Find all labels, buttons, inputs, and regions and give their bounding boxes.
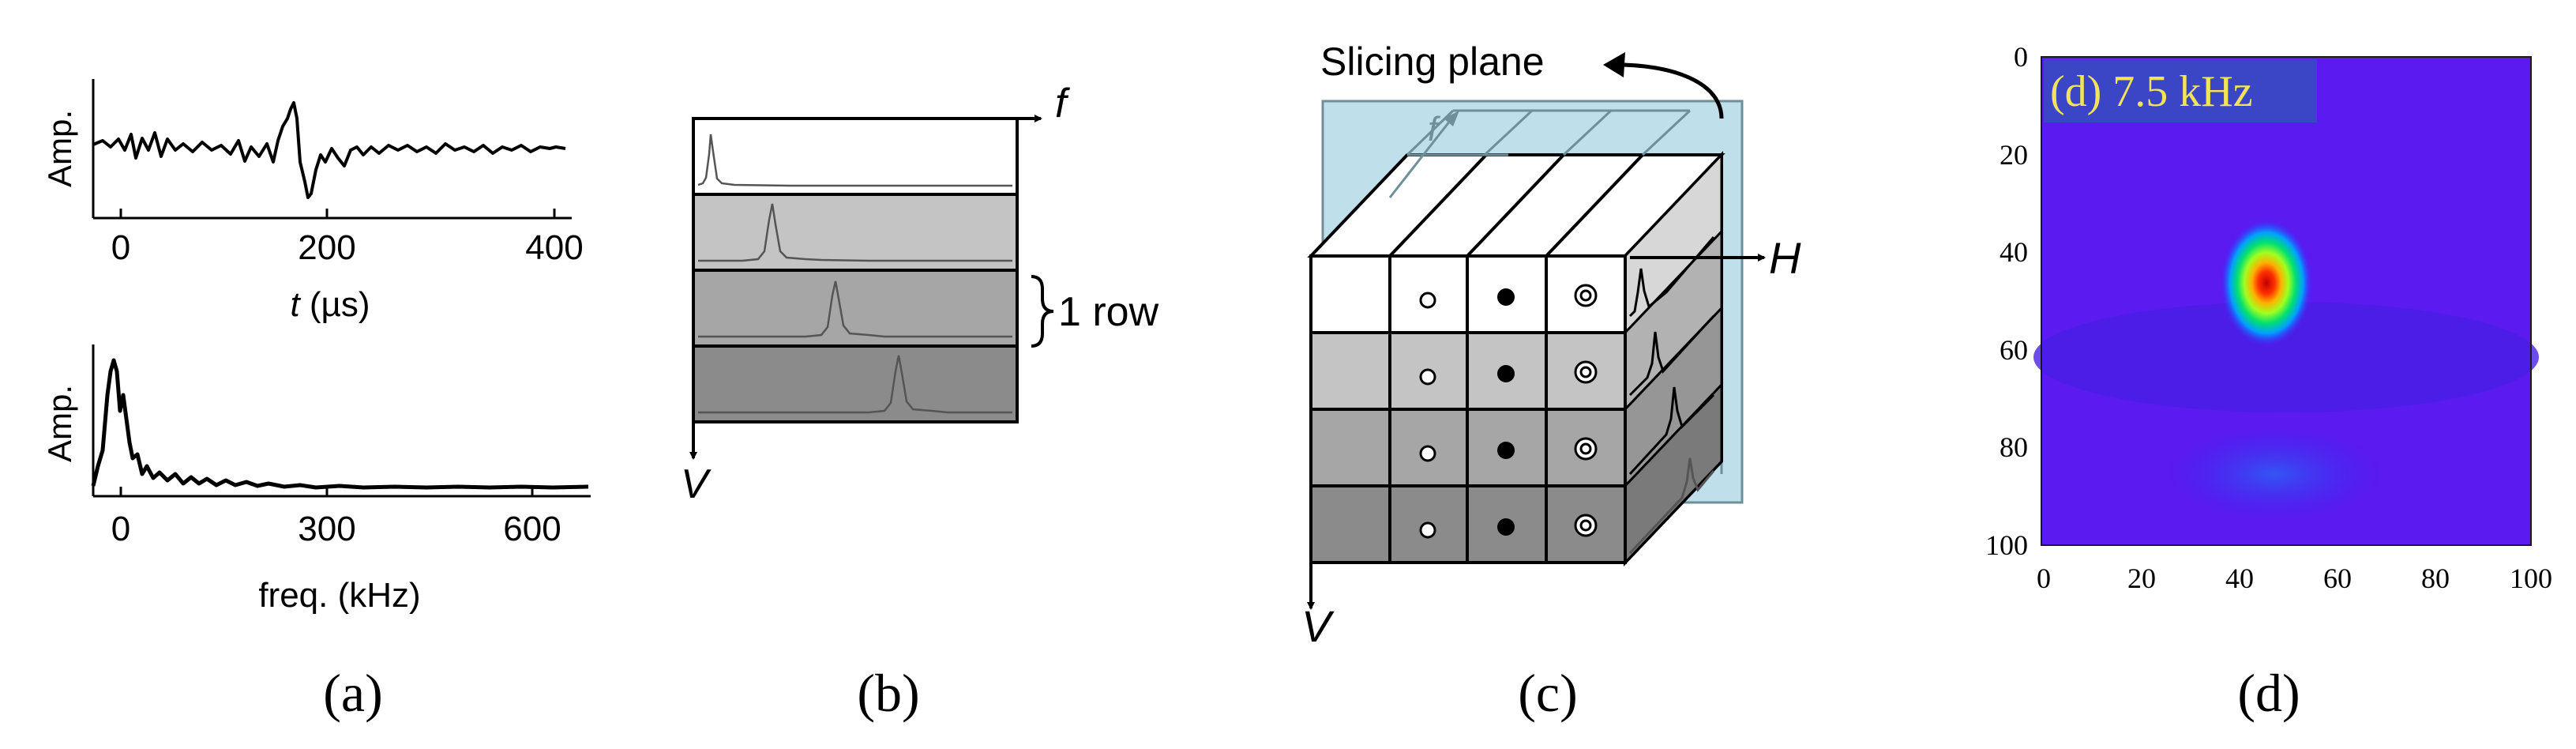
- double-circle-marker: [1574, 284, 1598, 307]
- heatmap-y-ticks: 0 20 40 60 80 100: [1985, 41, 2028, 561]
- cube-front-columns: [1388, 256, 1548, 563]
- filled-dot-marker: [1497, 442, 1515, 459]
- panel-b: f V 1 row (b): [681, 81, 1159, 723]
- c-spectrum-3: [1628, 386, 1715, 476]
- b-v-label: V: [681, 461, 712, 507]
- y-tick-100: 100: [1985, 529, 2028, 561]
- spectrum-strip-2: [692, 193, 1019, 272]
- heatmap-lower-glow: [2168, 427, 2381, 521]
- caption-a: (a): [323, 663, 382, 723]
- freq-plot: Amp. 0 300 600 freq. (kHz): [41, 344, 591, 615]
- strip-4-spectrum: [698, 355, 1012, 414]
- double-circle-marker: [1574, 360, 1598, 384]
- time-plot: Amp. 0 200 400 t (µs): [41, 79, 584, 324]
- x-tick-60: 60: [2323, 563, 2352, 594]
- heatmap-x-ticks: 0 20 40 60 80 100: [2037, 563, 2552, 594]
- open-circle-marker: [1419, 445, 1436, 462]
- c-v-label: V: [1301, 601, 1335, 651]
- y-tick-40: 40: [2000, 236, 2028, 268]
- heatmap-title-box: [2044, 59, 2317, 122]
- cube-top-dividers: [1388, 153, 1644, 258]
- time-tick-label-200: 200: [298, 228, 355, 267]
- time-xlabel: t (µs): [290, 285, 370, 324]
- open-circle-marker: [1419, 292, 1436, 309]
- x-tick-100: 100: [2510, 563, 2552, 594]
- panel-a: Amp. 0 200 400 t (µs) Amp. 0 300 600 fre…: [41, 79, 591, 723]
- y-tick-20: 20: [2000, 139, 2028, 171]
- time-tick-label-400: 400: [525, 228, 583, 267]
- caption-c: (c): [1518, 663, 1577, 723]
- freq-spectrum-curve: [91, 358, 589, 490]
- double-circle-marker: [1574, 514, 1598, 537]
- spectrum-strip-1: [692, 117, 1019, 196]
- heatmap-band: [2033, 302, 2539, 412]
- time-xlabel-var: t: [290, 285, 301, 324]
- slicing-plane-arrowhead: [1603, 52, 1625, 77]
- c-h-label: H: [1769, 233, 1801, 283]
- filled-dot-marker: [1497, 518, 1515, 536]
- panel-c: f: [1301, 40, 1801, 723]
- strip-2-spectrum: [698, 203, 1012, 262]
- y-tick-80: 80: [2000, 431, 2028, 463]
- c-f-axis: [1388, 116, 1455, 198]
- filled-dot-marker: [1497, 288, 1515, 306]
- filled-dot-marker: [1497, 365, 1515, 382]
- caption-b: (b): [857, 663, 919, 723]
- y-tick-0: 0: [2014, 41, 2028, 73]
- time-signal-curve: [92, 101, 566, 199]
- heatmap-frame: [2041, 56, 2532, 546]
- freq-tick-label-600: 600: [503, 510, 561, 548]
- x-tick-20: 20: [2127, 563, 2156, 594]
- open-circle-marker: [1419, 521, 1436, 539]
- freq-tick-label-0: 0: [111, 510, 130, 548]
- y-tick-60: 60: [2000, 334, 2028, 366]
- spectrum-strip-4: [692, 344, 1019, 423]
- row-label: 1 row: [1058, 289, 1159, 335]
- c-spectrum-4: [1628, 457, 1715, 555]
- c-f-arrowhead: [1444, 111, 1459, 126]
- caption-d: (d): [2237, 663, 2300, 723]
- double-circle-marker: [1574, 437, 1598, 461]
- x-tick-40: 40: [2225, 563, 2254, 594]
- heatmap-title: (d) 7.5 kHz: [2050, 67, 2253, 116]
- row-brace: [1031, 275, 1054, 348]
- open-circle-marker: [1419, 368, 1436, 386]
- time-ylabel: Amp.: [41, 110, 78, 187]
- freq-ylabel: Amp.: [41, 385, 78, 462]
- x-tick-0: 0: [2037, 563, 2051, 594]
- x-tick-80: 80: [2421, 563, 2450, 594]
- b-f-label: f: [1055, 81, 1070, 126]
- cube-markers: [1419, 284, 1598, 539]
- panel-d: (d) 7.5 kHz 0 20 40 60 80 100 0 20 40 60…: [1985, 41, 2552, 723]
- c-spectrum-2: [1628, 314, 1715, 397]
- time-xlabel-unit: (µs): [300, 285, 370, 324]
- heatmap-hotspot: [2221, 220, 2312, 346]
- strip-3-spectrum: [698, 280, 1012, 338]
- freq-xlabel: freq. (kHz): [258, 576, 420, 615]
- strip-1-spectrum: [697, 134, 1012, 187]
- slicing-plane-arrow: [1605, 62, 1724, 119]
- freq-tick-label-300: 300: [298, 510, 355, 548]
- c-spectrum-1: [1628, 236, 1715, 318]
- slicing-plane-label: Slicing plane: [1320, 40, 1545, 84]
- time-tick-label-0: 0: [111, 228, 130, 267]
